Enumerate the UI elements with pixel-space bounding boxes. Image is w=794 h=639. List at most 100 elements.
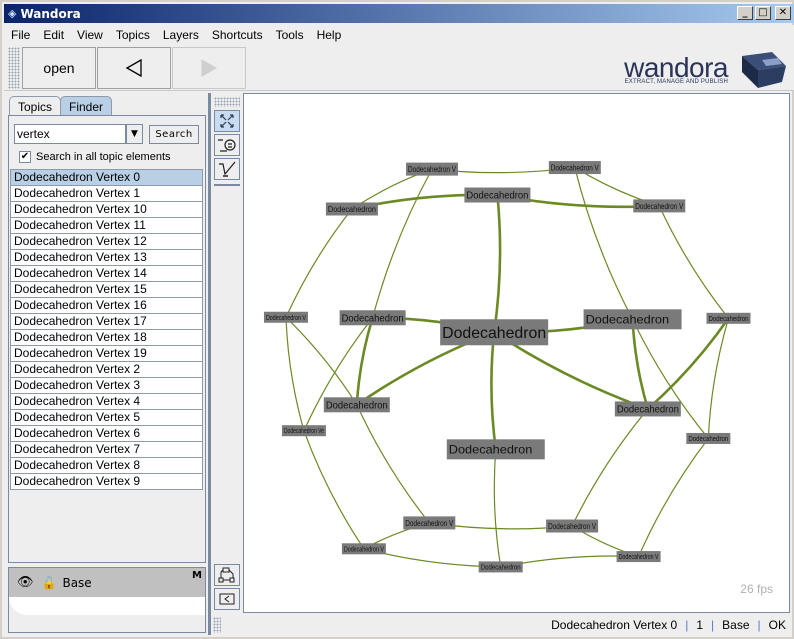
menu-view[interactable]: View xyxy=(77,28,103,42)
graph-node-box[interactable] xyxy=(583,309,682,330)
graph-node[interactable]: Dodecahedron xyxy=(323,397,390,413)
export-button[interactable] xyxy=(214,588,240,610)
graph-node-box[interactable] xyxy=(263,311,308,323)
graph-node[interactable]: Dodecahedron xyxy=(583,309,682,330)
graph-node-box[interactable] xyxy=(478,561,523,573)
graph-node-box[interactable] xyxy=(686,432,731,444)
graph-edge xyxy=(285,208,353,318)
graph-node[interactable]: Dodecahedron V xyxy=(546,519,599,533)
search-history-dropdown[interactable]: ▼ xyxy=(126,124,143,144)
tab-topics[interactable]: Topics xyxy=(9,96,62,116)
layer-row-base[interactable]: 👁 🔓 Base M xyxy=(9,568,205,597)
open-button[interactable]: open xyxy=(22,47,96,89)
tab-finder[interactable]: Finder xyxy=(60,96,113,116)
graph-node-box[interactable] xyxy=(325,202,378,216)
graph-node[interactable]: Dodecahedron V xyxy=(548,161,601,175)
list-item[interactable]: Dodecahedron Vertex 19 xyxy=(10,346,203,362)
list-item[interactable]: Dodecahedron Vertex 11 xyxy=(10,218,203,234)
graph-node-label: Dodecahedron xyxy=(688,436,728,443)
graph-node[interactable]: Dodecahedron xyxy=(614,401,681,417)
graph-node-box[interactable] xyxy=(706,312,751,324)
graph-node-box[interactable] xyxy=(614,401,681,417)
menu-shortcuts[interactable]: Shortcuts xyxy=(211,28,263,42)
graph-node[interactable]: Dodecahedron Ve xyxy=(281,425,326,437)
search-all-checkbox[interactable]: ✔ xyxy=(19,151,31,163)
panel-splitter[interactable] xyxy=(208,93,211,635)
menu-file[interactable]: File xyxy=(11,28,31,42)
graph-node-box[interactable] xyxy=(339,310,406,326)
graph-node[interactable]: Dodecahedron V xyxy=(263,311,308,323)
graph-node-box[interactable] xyxy=(440,319,549,346)
toolbar-grip[interactable] xyxy=(8,47,20,89)
list-item[interactable]: Dodecahedron Vertex 17 xyxy=(10,314,203,330)
graph-layout-button[interactable] xyxy=(214,564,240,586)
list-item[interactable]: Dodecahedron Vertex 13 xyxy=(10,250,203,266)
unlock-icon[interactable]: 🔓 xyxy=(41,575,57,590)
menu-topics[interactable]: Topics xyxy=(115,28,150,42)
list-item[interactable]: Dodecahedron Vertex 5 xyxy=(10,410,203,426)
graph-node[interactable]: Dodecahedron xyxy=(446,439,545,460)
filter-topic-button[interactable] xyxy=(214,134,240,156)
graph-node[interactable]: Dodecahedron xyxy=(440,319,549,346)
graph-node[interactable]: Dodecahedron V xyxy=(403,516,456,530)
graph-node-box[interactable] xyxy=(616,551,661,563)
graph-node[interactable]: Dodecahedron V xyxy=(616,551,661,563)
graph-node-box[interactable] xyxy=(403,516,456,530)
graph-node[interactable]: Dodecahedron xyxy=(706,312,751,324)
list-item[interactable]: Dodecahedron Vertex 12 xyxy=(10,234,203,250)
graph-node-box[interactable] xyxy=(341,543,386,555)
menu-tools[interactable]: Tools xyxy=(275,28,304,42)
eye-icon[interactable]: 👁 xyxy=(17,575,34,590)
graph-node-box[interactable] xyxy=(464,187,531,203)
list-item[interactable]: Dodecahedron Vertex 9 xyxy=(10,474,203,490)
close-button[interactable]: ✕ xyxy=(775,6,791,20)
list-item[interactable]: Dodecahedron Vertex 18 xyxy=(10,330,203,346)
graph-node[interactable]: Dodecahedron V xyxy=(406,162,459,176)
side-toolbar-grip[interactable] xyxy=(214,97,240,107)
list-item[interactable]: Dodecahedron Vertex 2 xyxy=(10,362,203,378)
layer-name: Base xyxy=(62,575,92,590)
list-item[interactable]: Dodecahedron Vertex 15 xyxy=(10,282,203,298)
fit-to-view-button[interactable] xyxy=(214,110,240,132)
graph-node[interactable]: Dodecahedron xyxy=(464,187,531,203)
graph-node[interactable]: Dodecahedron xyxy=(339,310,406,326)
list-item[interactable]: Dodecahedron Vertex 10 xyxy=(10,202,203,218)
list-item[interactable]: Dodecahedron Vertex 1 xyxy=(10,186,203,202)
list-item[interactable]: Dodecahedron Vertex 4 xyxy=(10,394,203,410)
graph-node-box[interactable] xyxy=(546,519,599,533)
graph-node-label: Dodecahedron V xyxy=(266,315,306,322)
graph-node[interactable]: Dodecahedron V xyxy=(341,543,386,555)
graph-node-box[interactable] xyxy=(406,162,459,176)
menu-help[interactable]: Help xyxy=(316,28,342,42)
list-item[interactable]: Dodecahedron Vertex 7 xyxy=(10,442,203,458)
list-item[interactable]: Dodecahedron Vertex 14 xyxy=(10,266,203,282)
graph-node[interactable]: Dodecahedron xyxy=(325,202,378,216)
graph-node-box[interactable] xyxy=(323,397,390,413)
graph-node[interactable]: Dodecahedron xyxy=(686,432,731,444)
merge-mode-badge[interactable]: M xyxy=(192,570,202,581)
list-item[interactable]: Dodecahedron Vertex 8 xyxy=(10,458,203,474)
graph-node-box[interactable] xyxy=(548,161,601,175)
graph-node-box[interactable] xyxy=(633,199,686,213)
search-button[interactable]: Search xyxy=(149,125,199,144)
list-item[interactable]: Dodecahedron Vertex 3 xyxy=(10,378,203,394)
back-button[interactable] xyxy=(97,47,171,89)
search-all-elements-option[interactable]: ✔ Search in all topic elements xyxy=(19,151,171,163)
minimize-button[interactable]: _ xyxy=(737,6,753,20)
forward-button[interactable] xyxy=(172,47,246,89)
search-input[interactable]: vertex xyxy=(14,124,126,144)
graph-node[interactable]: Dodecahedron xyxy=(478,561,523,573)
graph-node[interactable]: Dodecahedron V xyxy=(633,199,686,213)
list-item[interactable]: Dodecahedron Vertex 0 xyxy=(10,170,203,186)
menu-edit[interactable]: Edit xyxy=(43,28,65,42)
graph-node-box[interactable] xyxy=(446,439,545,460)
list-item[interactable]: Dodecahedron Vertex 6 xyxy=(10,426,203,442)
menu-layers[interactable]: Layers xyxy=(162,28,199,42)
left-panel: Topics Finder vertex ▼ Search ✔ Search i… xyxy=(6,93,208,635)
list-item[interactable]: Dodecahedron Vertex 16 xyxy=(10,298,203,314)
maximize-button[interactable]: □ xyxy=(755,6,771,20)
graph-node-box[interactable] xyxy=(281,425,326,437)
edit-pen-button[interactable] xyxy=(214,158,240,180)
